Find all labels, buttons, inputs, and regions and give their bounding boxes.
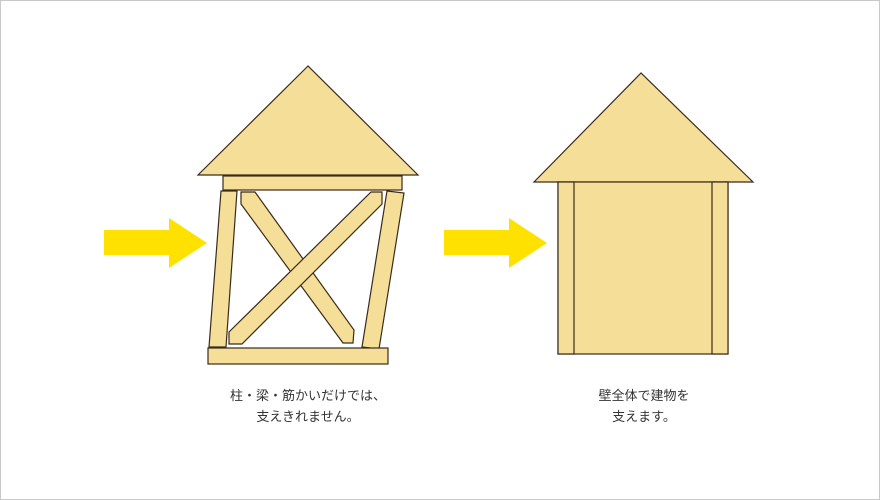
left-brace-b: [228, 191, 383, 345]
right-wall: [557, 181, 729, 355]
left-post-left: [208, 190, 238, 348]
right-post-left: [557, 181, 575, 355]
left-sill: [207, 347, 389, 365]
right-post-right: [711, 181, 729, 355]
caption-right: 壁全体で建物を 支えます。: [514, 386, 774, 428]
caption-left: 柱・梁・筋かいだけでは、 支えきれません。: [178, 386, 438, 428]
left-beam: [222, 175, 403, 191]
right-roof: [532, 72, 755, 183]
caption-left-line2: 支えきれません。: [256, 410, 360, 425]
caption-right-line1: 壁全体で建物を: [598, 389, 690, 404]
force-arrow-right: [444, 218, 547, 268]
left-roof: [196, 65, 420, 176]
force-arrow-left: [104, 218, 207, 268]
caption-left-line1: 柱・梁・筋かいだけでは、: [229, 389, 386, 404]
caption-right-line2: 支えます。: [612, 410, 676, 425]
